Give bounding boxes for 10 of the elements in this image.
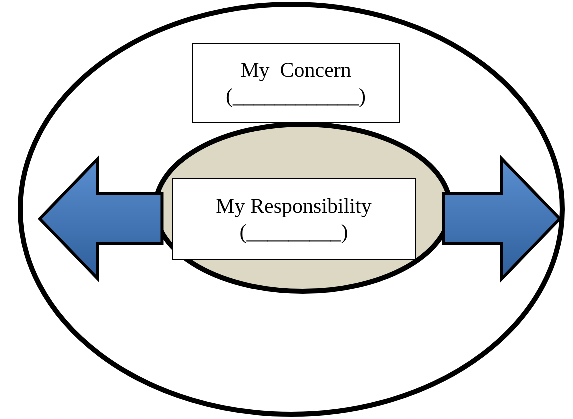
block-arrow [442,155,562,283]
text-box [172,178,416,260]
inner-ellipse [153,122,453,294]
box-title: My Concern [240,57,352,83]
blank-line: (____________) [226,83,366,109]
block-arrow [38,155,164,283]
box-title: My Responsibility [216,193,372,219]
text-box [192,43,400,123]
outer-ellipse [18,2,565,417]
blank-line: (_________) [240,219,348,245]
